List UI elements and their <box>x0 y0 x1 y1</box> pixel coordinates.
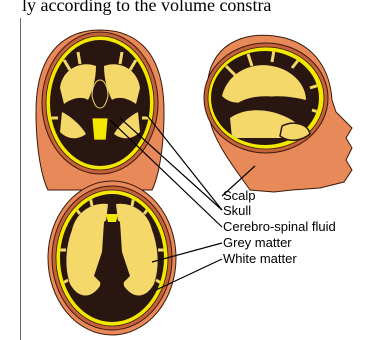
axial-corpus-callosum <box>106 214 118 222</box>
axial-section <box>48 181 176 335</box>
coronal-brainstem <box>92 118 108 140</box>
label-skull: Skull <box>223 203 251 218</box>
label-white-matter: White matter <box>223 251 297 266</box>
label-scalp: Scalp <box>223 188 256 203</box>
label-grey-matter: Grey matter <box>223 235 292 250</box>
coronal-section <box>36 30 164 190</box>
label-csf: Cerebro-spinal fluid <box>223 219 336 234</box>
coronal-ventricles <box>92 80 108 108</box>
sagittal-section <box>204 35 352 192</box>
